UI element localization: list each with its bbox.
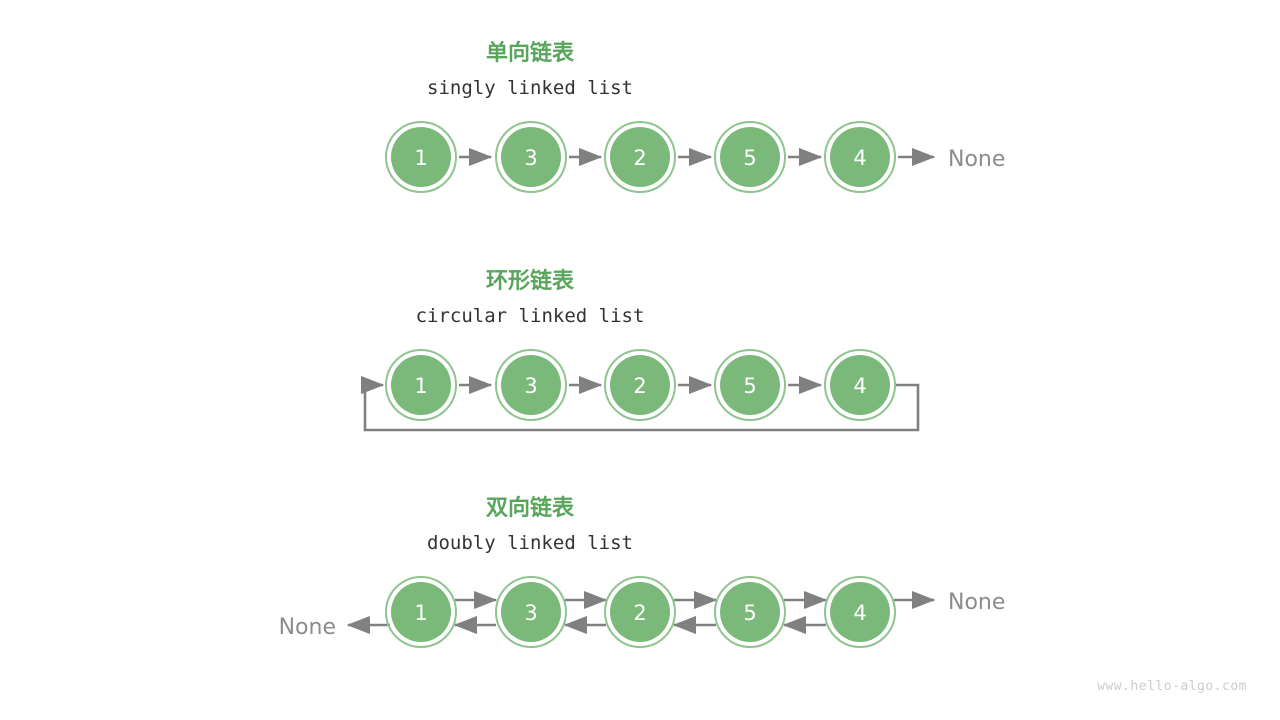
node-value: 2 [633, 374, 646, 398]
list-node: 1 [385, 121, 457, 193]
node-body [610, 127, 670, 187]
section-title-cn: 环形链表 [486, 268, 575, 294]
node-body [720, 582, 780, 642]
list-node: 2 [604, 349, 676, 421]
node-body [610, 582, 670, 642]
node-outer-ring [714, 349, 786, 421]
section-circular-linked-list: 环形链表 circular linked list 1 3 [360, 268, 920, 432]
node-value: 4 [853, 374, 866, 398]
list-node: 5 [714, 576, 786, 648]
head-none-label: None [279, 615, 336, 640]
link-arrows-circular [360, 375, 920, 432]
node-outer-ring [604, 576, 676, 648]
list-node: 4 [824, 349, 896, 421]
node-value: 1 [414, 601, 427, 625]
node-value: 1 [414, 374, 427, 398]
node-list-doubly: 1 3 2 5 [385, 576, 896, 648]
node-outer-ring [495, 349, 567, 421]
node-outer-ring [385, 576, 457, 648]
node-outer-ring [385, 349, 457, 421]
node-value: 4 [853, 146, 866, 170]
list-node: 3 [495, 121, 567, 193]
section-title-en: singly linked list [427, 77, 633, 99]
section-singly-linked-list: 单向链表 singly linked list 1 3 2 [385, 40, 1005, 193]
list-node: 2 [604, 121, 676, 193]
node-list-circular: 1 3 2 5 [385, 349, 896, 421]
node-body [720, 127, 780, 187]
node-value: 1 [414, 146, 427, 170]
node-value: 3 [524, 374, 537, 398]
node-body [391, 355, 451, 415]
list-node: 3 [495, 576, 567, 648]
node-outer-ring [824, 349, 896, 421]
list-node: 2 [604, 576, 676, 648]
node-body [610, 355, 670, 415]
node-value: 3 [524, 146, 537, 170]
node-body [830, 127, 890, 187]
node-outer-ring [495, 121, 567, 193]
node-body [830, 582, 890, 642]
list-node: 1 [385, 576, 457, 648]
node-outer-ring [714, 121, 786, 193]
watermark-label: www.hello-algo.com [1097, 679, 1247, 694]
node-outer-ring [604, 349, 676, 421]
node-body [501, 127, 561, 187]
section-title-en: doubly linked list [427, 532, 633, 554]
section-title-en: circular linked list [416, 305, 645, 327]
node-value: 4 [853, 601, 866, 625]
node-body [830, 355, 890, 415]
tail-none-label: None [948, 590, 1005, 615]
node-value: 3 [524, 601, 537, 625]
node-outer-ring [824, 121, 896, 193]
node-value: 2 [633, 146, 646, 170]
list-node: 5 [714, 349, 786, 421]
node-outer-ring [495, 576, 567, 648]
section-doubly-linked-list: 双向链表 doubly linked list 1 [279, 495, 1005, 648]
list-node: 4 [824, 576, 896, 648]
node-value: 5 [743, 146, 756, 170]
node-value: 2 [633, 601, 646, 625]
list-node: 3 [495, 349, 567, 421]
node-outer-ring [385, 121, 457, 193]
node-outer-ring [604, 121, 676, 193]
node-list-singly: 1 3 2 5 4 [385, 121, 896, 193]
node-value: 5 [743, 601, 756, 625]
list-node: 4 [824, 121, 896, 193]
node-body [501, 355, 561, 415]
tail-none-label: None [948, 147, 1005, 172]
node-body [720, 355, 780, 415]
list-node: 5 [714, 121, 786, 193]
node-value: 5 [743, 374, 756, 398]
node-body [391, 582, 451, 642]
node-body [501, 582, 561, 642]
node-outer-ring [824, 576, 896, 648]
section-title-cn: 单向链表 [486, 40, 575, 66]
list-node: 1 [385, 349, 457, 421]
node-outer-ring [714, 576, 786, 648]
node-body [391, 127, 451, 187]
arrow-loop-back-to-head [360, 375, 920, 432]
section-title-cn: 双向链表 [486, 495, 575, 521]
